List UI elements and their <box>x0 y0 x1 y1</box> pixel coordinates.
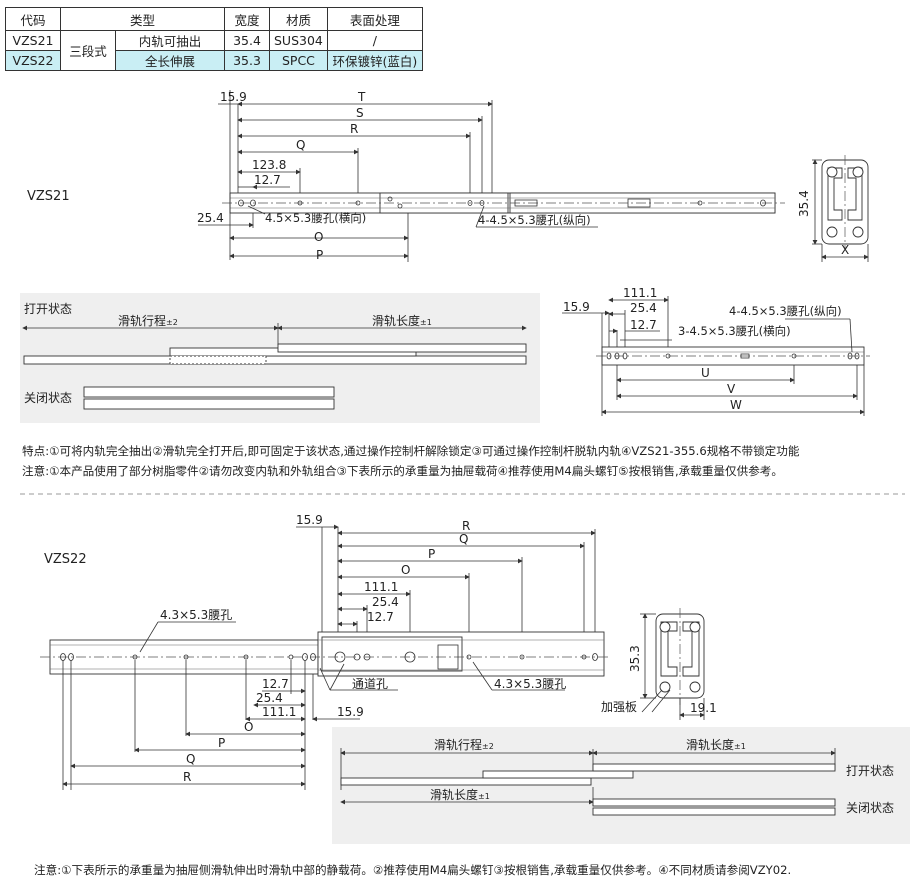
vzs22-dimensions <box>62 524 596 790</box>
vzs22-length-label-bottom: 滑轨长度±1 <box>430 787 490 802</box>
row-finish: 环保镀锌(蓝白) <box>326 50 423 71</box>
dim-P: P <box>316 248 323 262</box>
vzs22-slot-label-left: 4.3×5.3腰孔 <box>160 608 232 622</box>
vzs22-state-panel <box>332 727 910 844</box>
dim-T: T <box>357 90 366 104</box>
row-width: 35.4 <box>224 30 270 51</box>
col-type: 类型 <box>60 7 225 31</box>
vzs22-close-state: 关闭状态 <box>846 801 894 815</box>
hole-vertical-label: 4-4.5×5.3腰孔(纵向) <box>478 213 591 227</box>
reinforce-plate-label: 加强板 <box>601 700 637 714</box>
row-subtype: 全长伸展 <box>115 50 225 71</box>
vzs22-dim-Q-top: Q <box>459 532 468 546</box>
side-dim-V: V <box>727 382 736 396</box>
vzs21-close-state: 关闭状态 <box>24 391 72 405</box>
row-code: VZS22 <box>5 50 61 71</box>
vzs22-dim-P-bottom: P <box>218 736 225 750</box>
vzs21-side-view <box>562 296 870 416</box>
side-dim-12-7: 12.7 <box>630 318 657 332</box>
vzs22-rail <box>40 631 610 677</box>
dim-S: S <box>356 106 364 120</box>
vzs22-dim-25-4-bottom: 25.4 <box>256 691 283 705</box>
group-type: 三段式 <box>60 30 116 71</box>
vzs22-travel-label: 滑轨行程±2 <box>434 737 494 752</box>
vzs22-dim-height-35-3: 35.3 <box>628 645 642 672</box>
side-dim-25-4: 25.4 <box>630 301 657 315</box>
vzs21-open-state: 打开状态 <box>24 302 72 316</box>
vzs22-dim-O-top: O <box>401 563 410 577</box>
dim-12-7: 12.7 <box>254 173 281 187</box>
hole-horizontal-label: 4.5×5.3腰孔(横向) <box>265 211 366 225</box>
col-code: 代码 <box>5 7 61 31</box>
vzs22-dim-Q-bottom: Q <box>186 752 195 766</box>
vzs21-model-label: VZS21 <box>27 189 70 204</box>
dim-R: R <box>350 122 358 136</box>
dim-Q: Q <box>296 138 305 152</box>
vzs22-open-state: 打开状态 <box>846 764 894 778</box>
dim-25-4: 25.4 <box>197 211 224 225</box>
col-material: 材质 <box>269 7 328 31</box>
row-material: SPCC <box>269 50 328 71</box>
spec-table: 代码 类型 宽度 材质 表面处理 VZS21 三段式 内轨可抽出 35.4 SU… <box>5 7 423 71</box>
vzs21-state-panel <box>20 293 540 423</box>
channel-hole-label: 通道孔 <box>352 677 388 691</box>
vzs22-dim-15-9-top: 15.9 <box>296 513 323 527</box>
vzs22-dim-12-7-top: 12.7 <box>367 610 394 624</box>
dim-123-8: 123.8 <box>252 158 286 172</box>
side-dim-15-9: 15.9 <box>563 300 590 314</box>
features-note: 特点:①可将内轨完全抽出②滑轨完全打开后,即可固定于该状态,通过操作控制杆解除锁… <box>22 444 800 458</box>
vzs22-dim-P-top: P <box>428 547 435 561</box>
dim-X: X <box>841 243 849 257</box>
side-dim-U: U <box>701 366 710 380</box>
vzs21-rail <box>222 192 785 214</box>
vzs22-dim-R-bottom: R <box>183 770 191 784</box>
caution-note: 注意:①本产品使用了部分树脂零件②请勿改变内轨和外轨组合③下表所示的承重量为抽屉… <box>22 464 783 478</box>
vzs22-caution-note: 注意:①下表所示的承重量为抽屉侧滑轨伸出时滑轨中部的静载荷。②推荐使用M4扁头螺… <box>34 863 792 877</box>
vzs22-slot-label-right: 4.3×5.3腰孔 <box>494 677 566 691</box>
vzs21-dimensions <box>198 90 598 262</box>
vzs22-dim-O-bottom: O <box>244 720 253 734</box>
vzs22-dim-111-1-bottom: 111.1 <box>262 705 296 719</box>
vzs22-dim-12-7-bottom: 12.7 <box>262 677 289 691</box>
dim-O: O <box>314 230 323 244</box>
row-width: 35.3 <box>224 50 270 71</box>
vzs21-cross-section <box>812 155 869 262</box>
dim-15-9: 15.9 <box>220 90 247 104</box>
vzs22-dim-15-9-bottom: 15.9 <box>337 705 364 719</box>
side-dim-111-1: 111.1 <box>623 286 657 300</box>
side-hole-vertical: 4-4.5×5.3腰孔(纵向) <box>729 304 842 318</box>
vzs22-dim-R-top: R <box>462 519 470 533</box>
vzs22-length-label-top: 滑轨长度±1 <box>686 737 746 752</box>
dim-height-35-4: 35.4 <box>797 190 811 217</box>
vzs22-cross-section <box>640 608 705 720</box>
side-hole-horizontal: 3-4.5×5.3腰孔(横向) <box>678 324 791 338</box>
table-row: VZS22 全长伸展 35.3 SPCC 环保镀锌(蓝白) <box>5 50 423 71</box>
travel-label: 滑轨行程±2 <box>118 313 178 328</box>
side-dim-W: W <box>730 398 742 412</box>
vzs22-dim-width-19-1: 19.1 <box>690 701 717 715</box>
vzs22-model-label: VZS22 <box>44 552 87 567</box>
table-header-row: 代码 类型 宽度 材质 表面处理 <box>5 7 423 31</box>
vzs22-dim-25-4-top: 25.4 <box>372 595 399 609</box>
vzs22-dim-111-1-top: 111.1 <box>364 580 398 594</box>
table-row: VZS21 三段式 内轨可抽出 35.4 SUS304 / <box>5 30 423 71</box>
row-subtype: 内轨可抽出 <box>115 30 225 51</box>
length-label: 滑轨长度±1 <box>372 313 432 328</box>
